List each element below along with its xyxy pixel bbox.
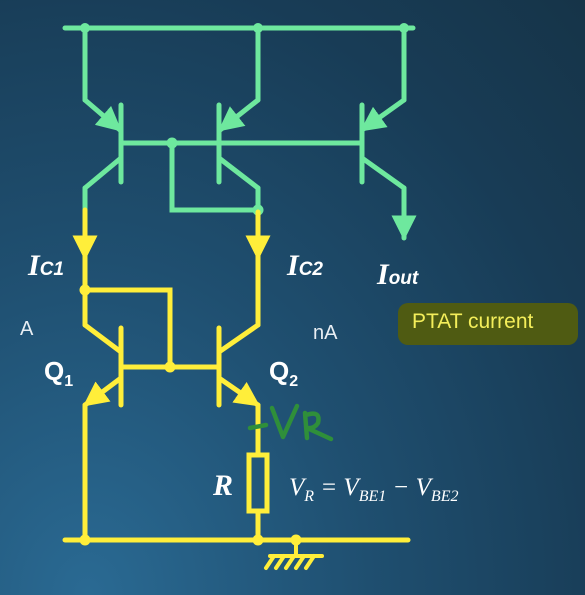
vr-equation: VR = VBE1 − VBE2 xyxy=(289,474,459,505)
ground-symbol xyxy=(264,538,324,570)
ic1-label: IC1 xyxy=(28,249,64,282)
resistor-r xyxy=(246,452,270,514)
unit-a-label: A xyxy=(20,318,34,340)
q2-label: Q2 xyxy=(269,356,299,391)
handwritten-vr-annotation xyxy=(247,403,334,442)
resistor-label: R xyxy=(213,469,234,502)
pnp-current-mirror xyxy=(62,23,417,241)
iout-label: Iout xyxy=(377,258,419,291)
ptat-highlight: PTAT current xyxy=(398,303,578,345)
unit-na-label: nA xyxy=(313,322,338,344)
ptat-current-label: PTAT current xyxy=(412,310,534,333)
ic2-label: IC2 xyxy=(287,249,323,282)
q1-label: Q1 xyxy=(44,356,74,391)
npn-pair xyxy=(62,207,411,570)
